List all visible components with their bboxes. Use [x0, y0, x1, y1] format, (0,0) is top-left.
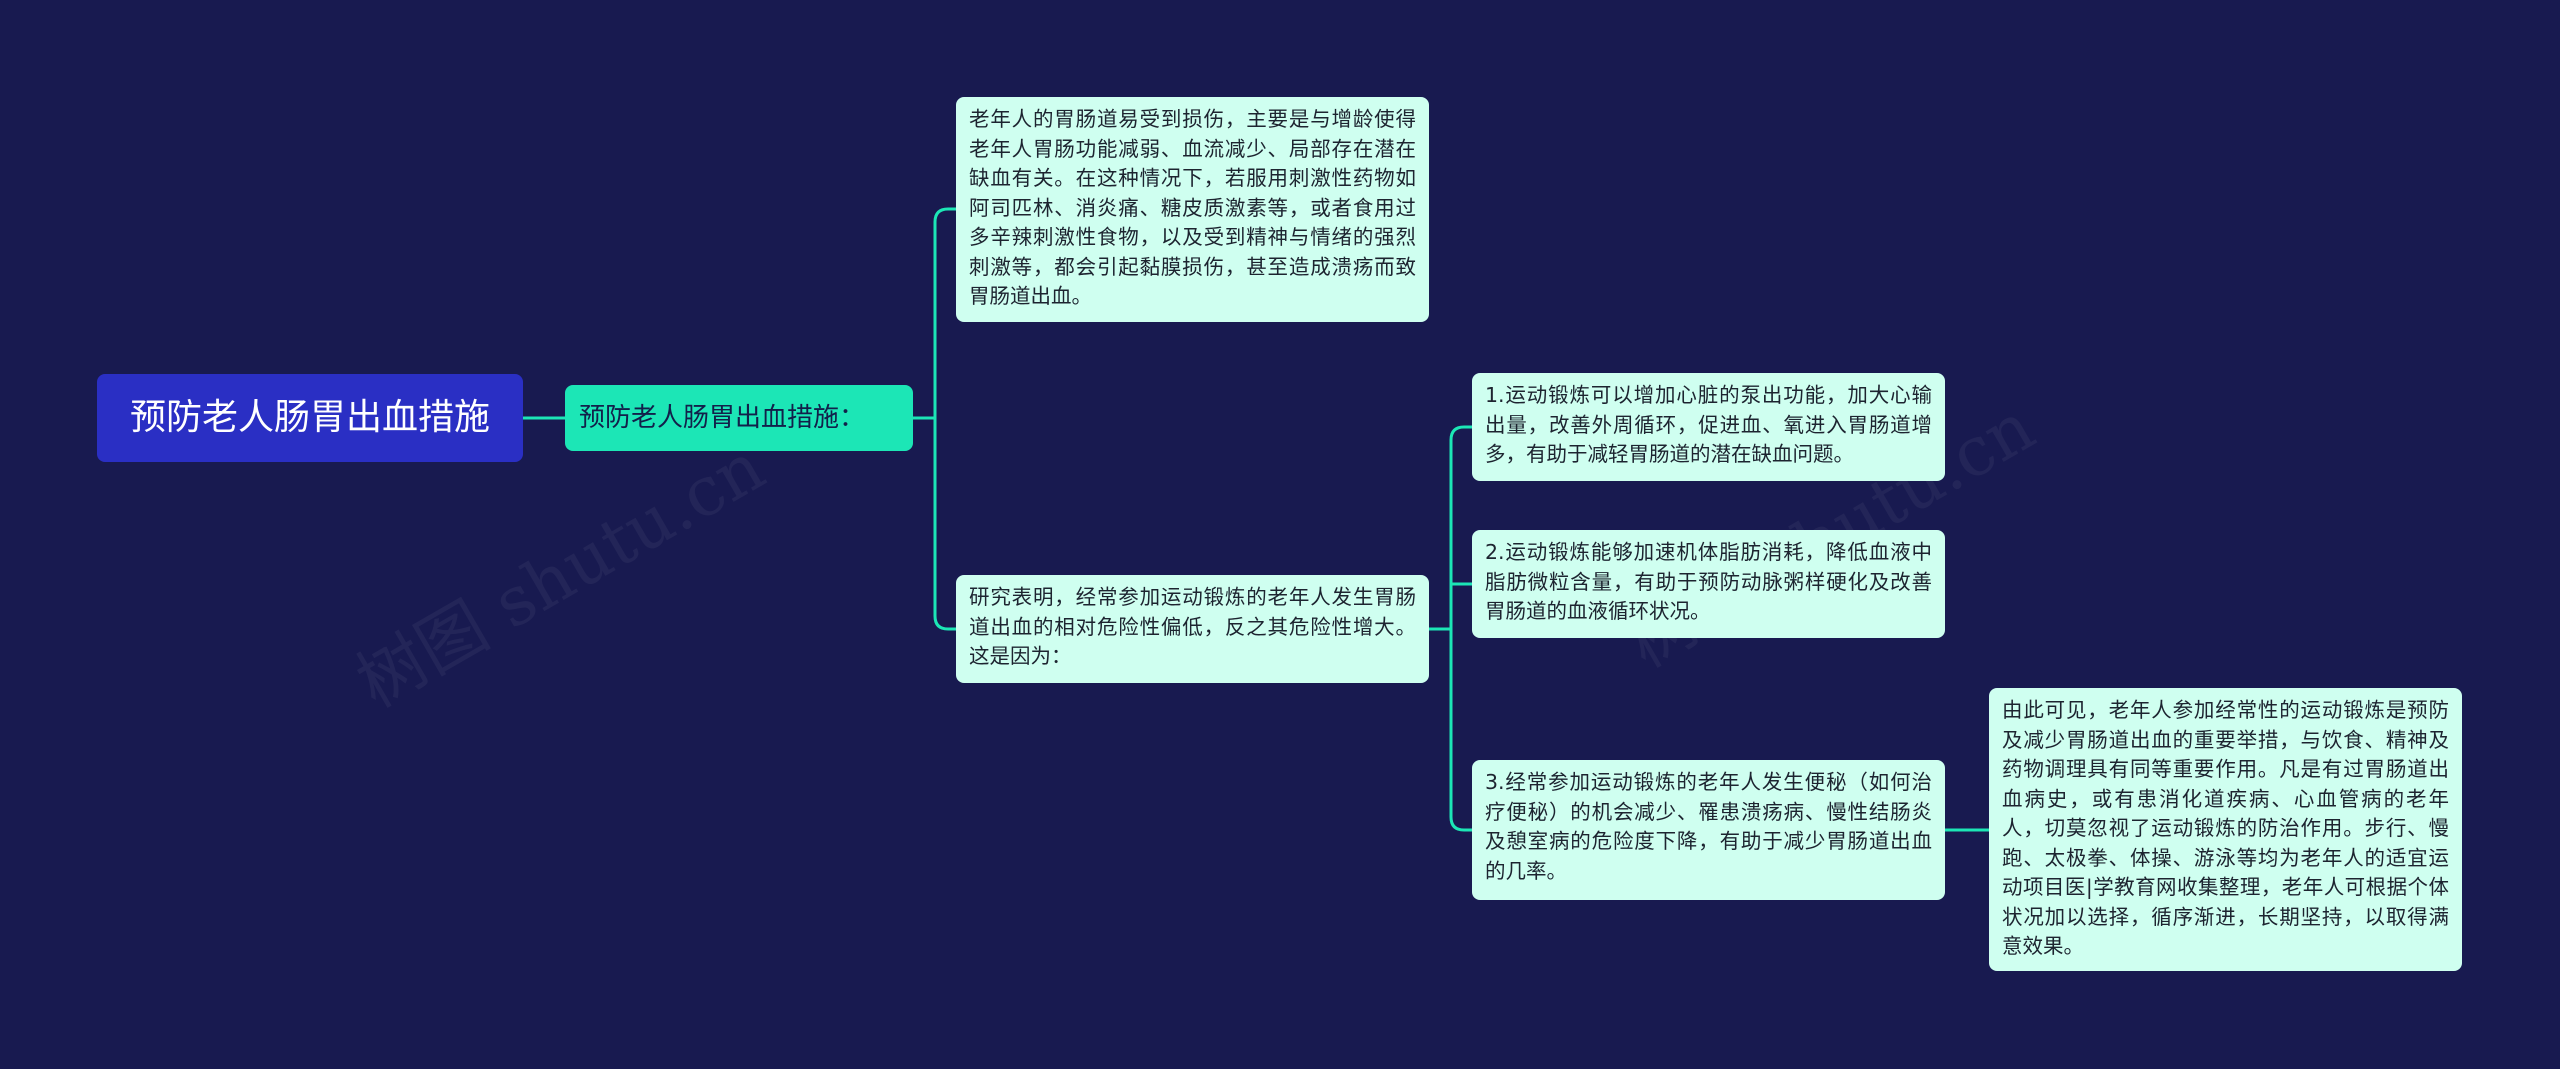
- reason-3-topic[interactable]: 3.经常参加运动锻炼的老年人发生便秘（如何治疗便秘）的机会减少、罹患溃疡病、慢性…: [1472, 760, 1945, 900]
- reason-2-topic[interactable]: 2.运动锻炼能够加速机体脂肪消耗，降低血液中脂肪微粒含量，有助于预防动脉粥样硬化…: [1472, 530, 1945, 638]
- connector-level1-to-study: [933, 418, 956, 631]
- main-branch-topic[interactable]: 预防老人肠胃出血措施：: [565, 385, 913, 451]
- root-topic[interactable]: 预防老人肠胃出血措施: [97, 374, 523, 462]
- connector-study-to-reason3: [1449, 629, 1472, 832]
- connector-study-to-reason1: [1449, 425, 1472, 629]
- reason-1-topic[interactable]: 1.运动锻炼可以增加心脏的泵出功能，加大心输出量，改善外周循环，促进血、氧进入胃…: [1472, 373, 1945, 481]
- connector-level1-to-intro: [933, 207, 956, 418]
- intro-topic[interactable]: 老年人的胃肠道易受到损伤，主要是与增龄使得老年人胃肠功能减弱、血流减少、局部存在…: [956, 97, 1429, 322]
- connector-study-to-reason2: [1449, 582, 1472, 629]
- study-topic[interactable]: 研究表明，经常参加运动锻炼的老年人发生胃肠道出血的相对危险性偏低，反之其危险性增…: [956, 575, 1429, 683]
- conclusion-topic[interactable]: 由此可见，老年人参加经常性的运动锻炼是预防及减少胃肠道出血的重要举措，与饮食、精…: [1989, 688, 2462, 971]
